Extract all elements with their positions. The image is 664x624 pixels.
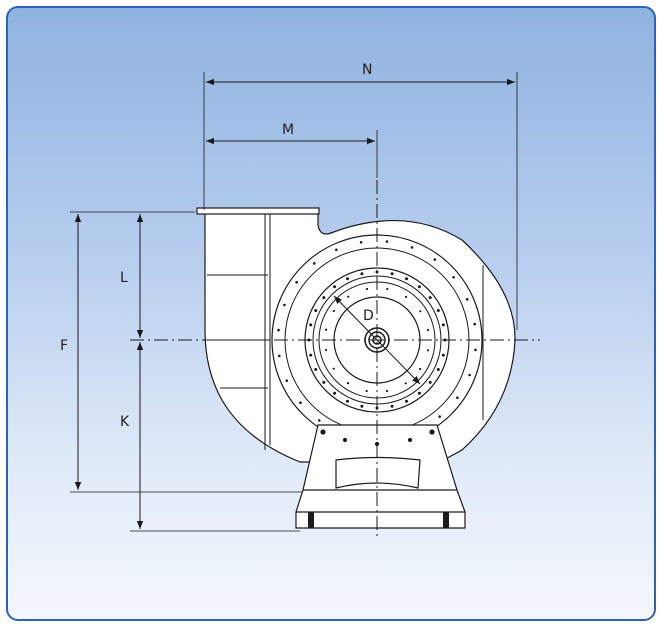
bolt-hole	[433, 258, 437, 261]
bolt-hole	[390, 404, 394, 408]
bolt-hole	[314, 309, 318, 312]
label-d: D	[363, 308, 374, 324]
bolt-hole	[386, 287, 389, 291]
label-l: L	[120, 270, 128, 286]
bolt-hole	[417, 391, 421, 395]
label-k: K	[120, 414, 130, 430]
bolt-hole	[438, 415, 442, 418]
bolt-hole	[309, 353, 313, 357]
bolt-hole	[474, 348, 477, 352]
bolt-hole	[283, 303, 286, 307]
bolt-hole	[278, 354, 281, 358]
bolt-hole	[365, 287, 369, 291]
dimension-d-line	[333, 295, 421, 385]
bolt-hole	[428, 380, 432, 384]
bolt-hole	[324, 348, 328, 352]
bolt-hole	[465, 298, 469, 301]
label-f: F	[60, 338, 68, 354]
bolt-hole	[346, 277, 349, 281]
bolt-hole	[385, 240, 389, 243]
support-stand	[295, 424, 466, 529]
bolt-hole	[404, 295, 408, 298]
bolt-hole	[299, 401, 302, 405]
dimension-lines	[74, 78, 515, 529]
bolt-hole	[333, 285, 337, 289]
bolt-hole	[417, 285, 421, 289]
bolt-hole	[277, 328, 280, 332]
bolt-hole	[405, 277, 408, 281]
bolt-hole	[390, 272, 394, 276]
bolt-hole	[428, 296, 432, 300]
bolt-hole	[347, 295, 350, 298]
extension-lines	[70, 72, 518, 532]
bolt-hole	[332, 367, 335, 370]
bolt-hole	[441, 323, 445, 327]
bolt-hole	[436, 309, 440, 312]
label-m: M	[282, 122, 294, 138]
bolt-hole	[346, 399, 349, 403]
bolt-hole	[419, 310, 422, 313]
bolt-hole	[313, 262, 316, 265]
bolt-hole	[419, 367, 422, 371]
bolt-hole	[317, 419, 321, 422]
bolt-hole	[285, 379, 289, 383]
bolt-hole	[309, 323, 313, 327]
bolt-hole	[404, 382, 407, 385]
bolt-hole	[322, 296, 326, 300]
bolt-hole	[468, 373, 471, 377]
bolt-hole	[324, 328, 328, 331]
bolt-hole	[436, 368, 440, 371]
bolt-hole	[359, 241, 363, 244]
bolt-hole	[473, 322, 477, 326]
label-n: N	[362, 62, 372, 78]
bolt-hole	[426, 349, 430, 352]
bolt-hole	[426, 328, 430, 332]
bolt-hole	[346, 382, 350, 385]
bolt-hole	[405, 399, 408, 403]
bolt-hole	[314, 368, 318, 371]
bolt-hole	[441, 353, 445, 357]
bolt-hole	[360, 404, 364, 408]
bolt-hole	[335, 248, 338, 252]
bolt-hole	[456, 396, 459, 400]
bolt-hole	[410, 246, 414, 249]
bolt-hole	[365, 389, 368, 393]
bolt-hole	[360, 272, 364, 276]
bolt-hole	[332, 309, 335, 313]
bolt-hole	[333, 391, 337, 395]
bolt-hole	[295, 280, 298, 284]
bolt-hole	[385, 389, 389, 393]
bolt-hole	[322, 380, 326, 384]
bolt-hole	[452, 276, 455, 279]
